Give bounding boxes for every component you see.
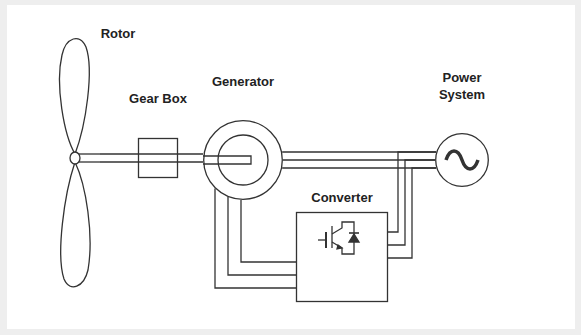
- part-label: Generator: [193, 73, 293, 90]
- igbt-symbol: [318, 239, 326, 240]
- rotor-blades: Rotor: [50, 25, 100, 300]
- ac-symbol: [446, 151, 478, 169]
- wire-connector: [178, 154, 203, 162]
- wire-connector: [388, 152, 436, 258]
- converter-outline: [297, 213, 388, 302]
- diode-symbol: [349, 234, 359, 242]
- power-system-circle-outline: [435, 133, 489, 187]
- power-system-circle: Power System: [435, 133, 489, 187]
- stator-circle: [204, 121, 283, 200]
- igbt-symbol: [332, 222, 354, 254]
- rotor-blade: [61, 162, 90, 287]
- rotor-blade: [60, 39, 90, 154]
- part-label: Converter: [292, 189, 392, 206]
- shaft-line: [138, 161, 178, 162]
- part-label: Power System: [430, 69, 494, 103]
- gear-box-outline: [139, 139, 178, 178]
- shaft-line: [203, 156, 251, 164]
- generator-circle-outline: [203, 120, 283, 200]
- part-label: Rotor: [88, 25, 148, 42]
- grid-circle: [436, 134, 489, 187]
- wire-connector: [100, 154, 138, 162]
- rotor-hub: [70, 152, 80, 164]
- diode-symbol: [349, 232, 359, 234]
- converter-box: Converter: [296, 212, 388, 302]
- shaft-line: [138, 153, 178, 154]
- igbt-symbol: [337, 245, 342, 249]
- part-label: Gear Box: [118, 90, 198, 107]
- igbt-symbol: [331, 226, 332, 248]
- wire-connector: [215, 189, 296, 288]
- gear-box-outline: [138, 138, 178, 178]
- rotor-blades-outline: [50, 25, 100, 300]
- background-panel: [7, 5, 575, 329]
- gear-box: Gear Box: [138, 138, 178, 178]
- converter-box-outline: [296, 212, 388, 302]
- rotor-circle: [218, 135, 268, 185]
- generator-circle: Generator: [203, 120, 283, 200]
